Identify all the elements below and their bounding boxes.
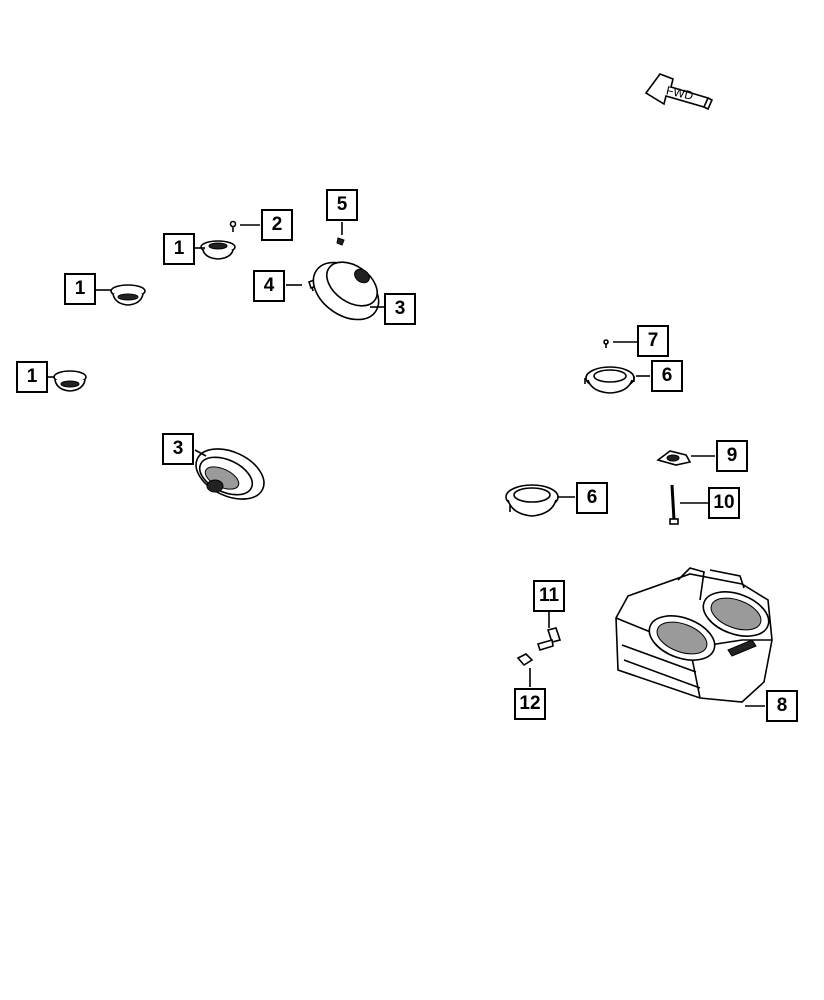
screw-2 [229,220,237,232]
callout-6[interactable]: 6 [576,482,608,514]
callout-9[interactable]: 9 [716,440,748,472]
callout-6[interactable]: 6 [651,360,683,392]
callout-1[interactable]: 1 [16,361,48,393]
callout-8[interactable]: 8 [766,690,798,722]
grommet-9 [656,450,692,466]
callout-3[interactable]: 3 [162,433,194,465]
bolt-11 [536,627,562,651]
nut-12 [516,653,534,667]
forward-arrow-icon [644,73,714,111]
callout-10[interactable]: 10 [708,487,740,519]
tweeter-speaker-middle [110,284,146,306]
long-bolt-10 [669,484,679,525]
callout-2[interactable]: 2 [261,209,293,241]
callout-11[interactable]: 11 [533,580,565,612]
tweeter-speaker-upper [200,240,236,260]
callout-1[interactable]: 1 [163,233,195,265]
callout-7[interactable]: 7 [637,325,669,357]
screw-5 [336,237,345,246]
callout-12[interactable]: 12 [514,688,546,720]
callout-5[interactable]: 5 [326,189,358,221]
callout-4[interactable]: 4 [253,270,285,302]
round-speaker-lower [505,484,559,517]
callout-3[interactable]: 3 [384,293,416,325]
oval-speaker-upper [312,261,380,321]
callout-1[interactable]: 1 [64,273,96,305]
oval-speaker-lower [195,448,265,500]
screw-7 [603,339,609,348]
subwoofer-enclosure [615,567,773,703]
tweeter-speaker-left [53,370,87,392]
round-speaker-upper [584,366,635,394]
